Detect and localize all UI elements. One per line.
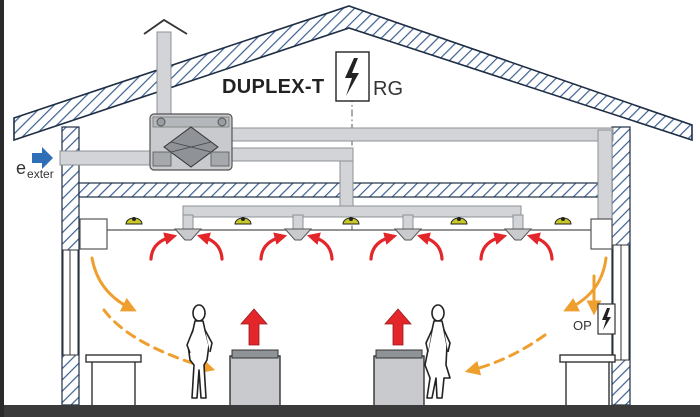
duct-network bbox=[59, 31, 614, 230]
diffuser bbox=[503, 228, 533, 241]
ceiling-lamp-icon bbox=[125, 217, 143, 225]
ceiling-lamps bbox=[125, 217, 572, 225]
ceiling-lamp-icon bbox=[554, 217, 572, 225]
person-icon bbox=[424, 304, 451, 399]
orange-dashed-arrow-icon bbox=[464, 333, 547, 376]
outdoor-air-subscript: exter bbox=[27, 167, 54, 181]
orange-dashed-arrow-icon bbox=[90, 256, 137, 312]
diffusers bbox=[173, 228, 533, 241]
person-icon bbox=[186, 304, 213, 399]
heat-sources bbox=[229, 349, 425, 407]
outdoor-air-label: eexter bbox=[16, 158, 54, 181]
air-movement-arrows bbox=[90, 256, 608, 376]
ceiling-lamp-icon bbox=[342, 217, 360, 225]
tables bbox=[85, 354, 616, 405]
sensor-label: OP bbox=[573, 318, 592, 333]
red-up-arrow-icon bbox=[240, 308, 268, 346]
power-box bbox=[335, 51, 370, 102]
red-curved-arrow-icon bbox=[416, 232, 444, 261]
red-curved-arrow-icon bbox=[479, 232, 508, 261]
intake-arrow-icon bbox=[32, 147, 53, 169]
red-curved-arrow-icon bbox=[369, 232, 398, 261]
duplex-unit bbox=[149, 113, 233, 171]
red-curved-arrow-icon bbox=[306, 232, 334, 261]
red-up-arrow-icon bbox=[384, 308, 412, 346]
ceiling-lamp-icon bbox=[234, 217, 252, 225]
supply-flow-arrows bbox=[149, 232, 554, 261]
left-edge bbox=[0, 0, 4, 417]
diffuser bbox=[393, 228, 423, 241]
lightning-bolt-icon bbox=[345, 58, 359, 96]
outdoor-air-symbol: e bbox=[16, 158, 27, 178]
lightning-bolt-icon bbox=[602, 308, 611, 330]
roof bbox=[13, 5, 693, 142]
diffuser bbox=[173, 228, 203, 241]
wall-grilles bbox=[79, 218, 613, 250]
chimney-cap-icon bbox=[143, 18, 188, 35]
power-box-label: RG bbox=[373, 78, 403, 100]
diagram-title: DUPLEX-T bbox=[222, 76, 325, 98]
red-curved-arrow-icon bbox=[196, 232, 224, 261]
red-curved-arrow-icon bbox=[259, 232, 288, 261]
orange-dashed-arrow-icon bbox=[563, 256, 608, 312]
diffuser bbox=[283, 228, 313, 241]
op-sensor bbox=[597, 303, 616, 335]
walls bbox=[61, 126, 631, 406]
heat-rise-arrows bbox=[240, 308, 412, 346]
red-curved-arrow-icon bbox=[149, 232, 178, 261]
floor bbox=[0, 405, 700, 417]
red-curved-arrow-icon bbox=[526, 232, 554, 261]
ceiling-lamp-icon bbox=[450, 217, 468, 225]
